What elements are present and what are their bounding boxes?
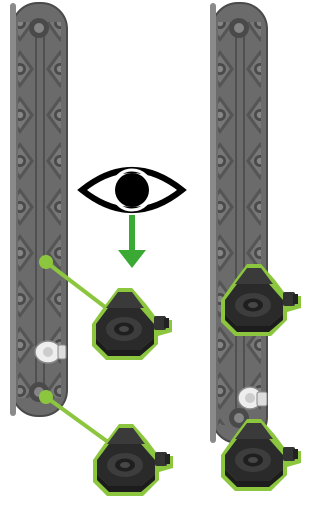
eye-icon xyxy=(82,170,182,210)
right-beam xyxy=(210,3,267,443)
black-corner-connector xyxy=(93,424,173,496)
down-arrow-icon xyxy=(118,215,146,268)
black-corner-connector xyxy=(92,288,172,360)
